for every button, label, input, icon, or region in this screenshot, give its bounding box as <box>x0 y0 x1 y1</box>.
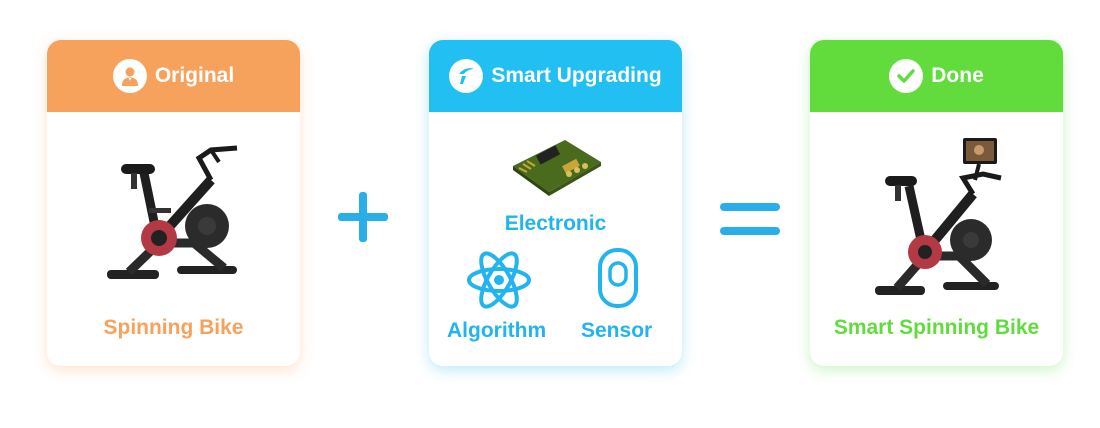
original-card: Original Spinning Bike <box>47 40 300 366</box>
sensor-icon <box>598 248 638 308</box>
smart-bike-image <box>874 138 1002 295</box>
upgrade-title: Smart Upgrading <box>491 64 662 87</box>
equals-icon <box>720 203 780 235</box>
user-icon <box>112 59 147 93</box>
check-icon <box>889 59 924 93</box>
upgrade-header: Smart Upgrading <box>429 40 682 112</box>
spinning-bike-image <box>106 145 237 279</box>
plus-icon <box>338 192 388 242</box>
circuit-board-icon <box>513 140 601 196</box>
logo-icon <box>449 59 484 93</box>
original-label: Spinning Bike <box>103 316 244 339</box>
done-header: Done <box>810 40 1063 112</box>
done-label: Smart Spinning Bike <box>833 316 1040 339</box>
feature-electronic-label: Electronic <box>504 212 607 235</box>
atom-icon <box>467 251 531 309</box>
upgrade-card: Smart Upgrading Electronic Algorithm Sen… <box>429 40 682 366</box>
feature-algorithm-label: Algorithm <box>447 319 547 342</box>
original-header: Original <box>47 40 300 112</box>
done-card: Done Smart Spinning Bike <box>810 40 1063 366</box>
original-title: Original <box>154 64 235 87</box>
done-title: Done <box>931 64 984 87</box>
feature-sensor-label: Sensor <box>581 319 653 342</box>
